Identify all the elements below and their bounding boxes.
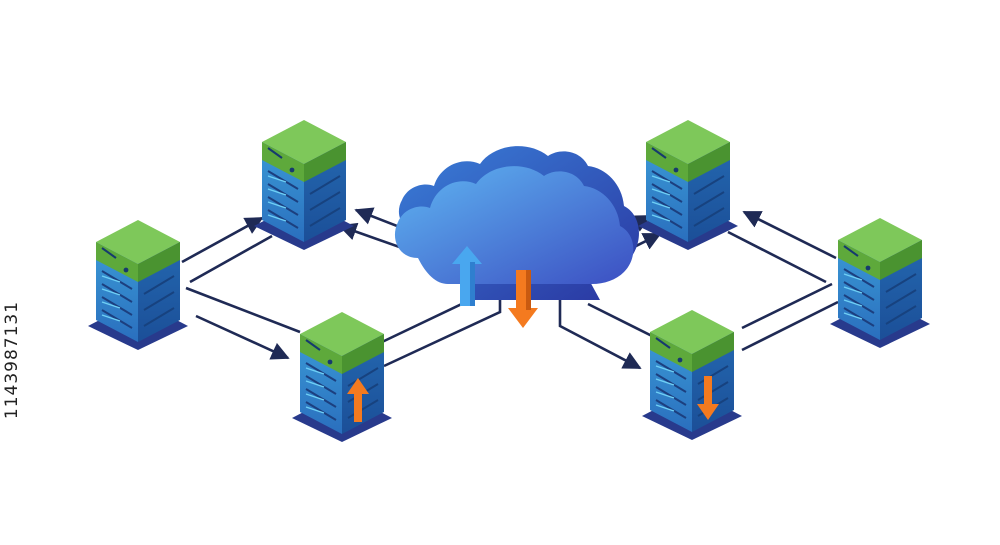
edge-left-to-topleft-1 — [181, 216, 264, 264]
server-top-right-icon — [638, 120, 738, 250]
edge-bottomright-to-right-2 — [741, 300, 839, 352]
edge-left-to-topleft-2 — [189, 234, 273, 284]
server-right-icon — [830, 218, 930, 348]
stock-id-text: 1143987131 — [2, 300, 22, 420]
server-bottom-right-icon — [642, 310, 742, 440]
edge-left-to-bottomleft-1 — [185, 286, 301, 334]
cloud-icon — [394, 146, 639, 328]
edge-left-to-bottomleft-2 — [195, 314, 290, 360]
download-arrow-icon — [508, 270, 538, 328]
edge-cloud-to-bottomright-1 — [558, 300, 642, 370]
server-top-left-icon — [254, 120, 354, 250]
server-bottom-left-icon — [292, 312, 392, 442]
edge-cloud-to-bottomright-2 — [587, 302, 661, 342]
edge-right-to-topright-1 — [742, 210, 837, 260]
edge-right-to-topright-2 — [727, 230, 827, 284]
edge-bottomright-to-right-1 — [741, 282, 833, 330]
upload-arrow-icon — [452, 246, 482, 306]
server-left-icon — [88, 220, 188, 350]
servers — [88, 120, 930, 442]
